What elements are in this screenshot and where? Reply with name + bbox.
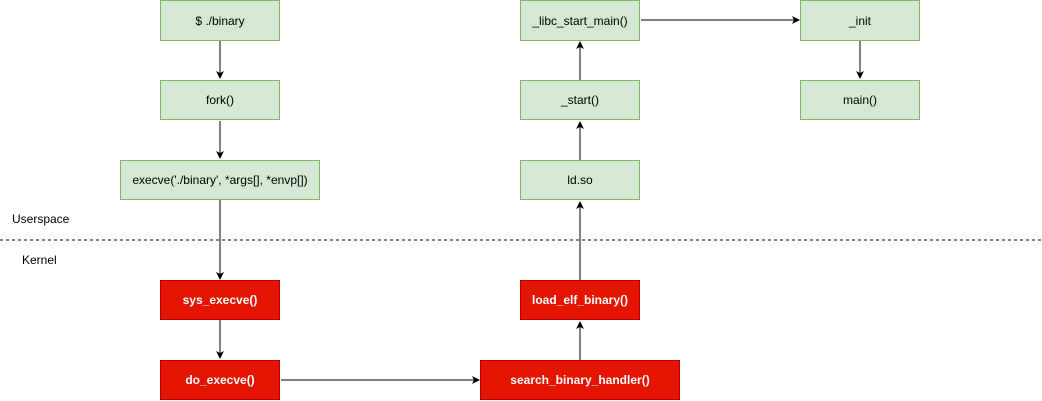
node-start: _start() bbox=[520, 80, 640, 120]
node-load-elf-binary: load_elf_binary() bbox=[520, 280, 640, 320]
node-ld-so: ld.so bbox=[520, 160, 640, 200]
node-init: _init bbox=[800, 0, 920, 41]
node-libc-start-main: _libc_start_main() bbox=[520, 0, 640, 41]
node-shell-command: $ ./binary bbox=[160, 0, 280, 41]
node-main: main() bbox=[800, 80, 920, 120]
userspace-label: Userspace bbox=[12, 212, 70, 226]
node-do-execve: do_execve() bbox=[160, 360, 280, 400]
node-execve: execve('./binary', *args[], *envp[]) bbox=[120, 160, 320, 200]
node-sys-execve: sys_execve() bbox=[160, 280, 280, 320]
kernel-label: Kernel bbox=[22, 253, 57, 267]
node-search-binary-handler: search_binary_handler() bbox=[480, 360, 680, 400]
node-fork: fork() bbox=[160, 80, 280, 120]
